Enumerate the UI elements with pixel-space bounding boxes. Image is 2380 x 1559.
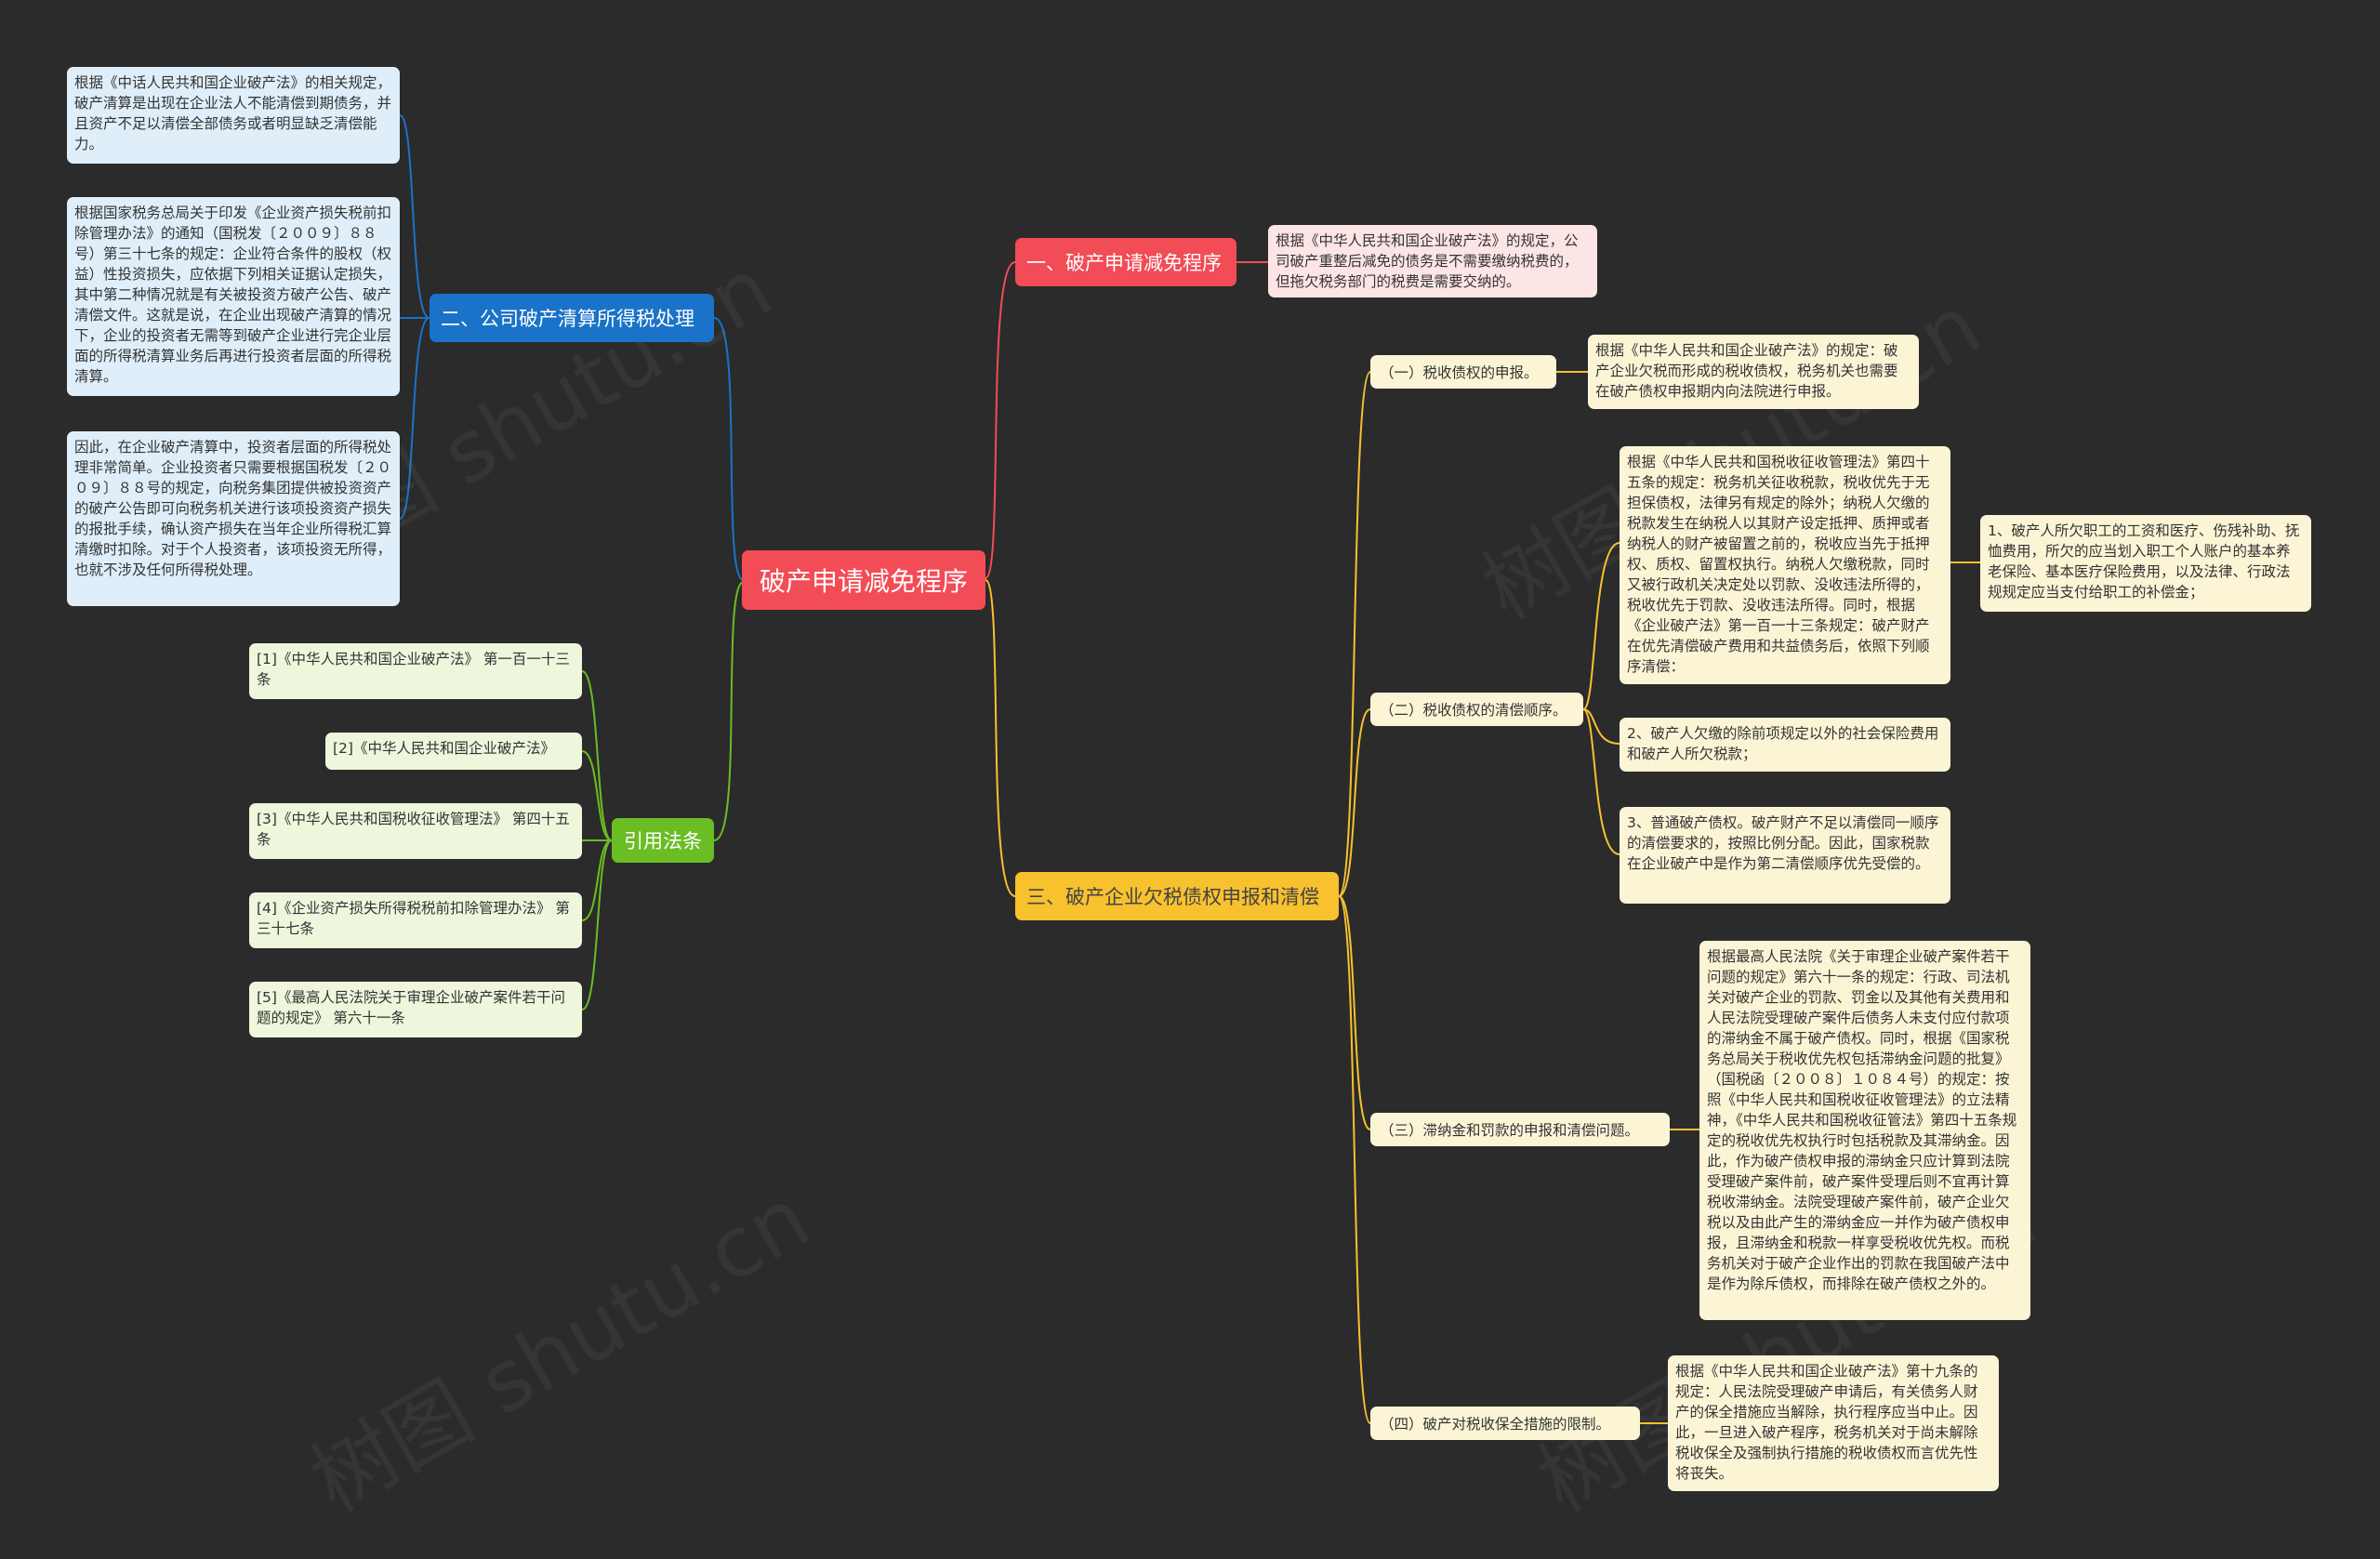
leaf-text: 因此，在企业破产清算中，投资者层面的所得税处理非常简单。企业投资者只需要根据国税… [74,439,392,578]
sub-label: （二）税收债权的清偿顺序。 [1380,702,1567,719]
leaf-text: 根据《中华人民共和国税收征收管理法》第四十五条的规定：税务机关征收税款，税收优先… [1627,454,1930,675]
cited-law-item[interactable]: [1]《中华人民共和国企业破产法》 第一百一十三条 [249,643,582,699]
leaf-text: 根据国家税务总局关于印发《企业资产损失税前扣除管理办法》的通知（国税发〔２００９… [74,205,392,385]
branch-label: 引用法条 [624,830,702,852]
cited-law-item[interactable]: [4]《企业资产损失所得税税前扣除管理办法》 第三十七条 [249,892,582,948]
sub-label: （三）滞纳金和罚款的申报和清偿问题。 [1380,1122,1640,1139]
repayment-item-2[interactable]: 2、破产人欠缴的除前项规定以外的社会保险费用和破产人所欠税款； [1620,718,1950,772]
leaf-text: 2、破产人欠缴的除前项规定以外的社会保险费用和破产人所欠税款； [1627,725,1939,762]
root-label: 破产申请减免程序 [759,566,968,597]
leaf-text: 1、破产人所欠职工的工资和医疗、伤残补助、抚恤费用，所欠的应当划入职工个人账户的… [1988,522,2300,601]
leaf-asset-loss-rule[interactable]: 根据国家税务总局关于印发《企业资产损失税前扣除管理办法》的通知（国税发〔２００９… [67,197,400,396]
detail-repayment-order[interactable]: 根据《中华人民共和国税收征收管理法》第四十五条的规定：税务机关征收税款，税收优先… [1620,446,1950,684]
branch-label: 二、公司破产清算所得税处理 [441,308,694,330]
sub-label: （四）破产对税收保全措施的限制。 [1380,1416,1611,1433]
sub-preservation-limit[interactable]: （四）破产对税收保全措施的限制。 [1370,1407,1640,1440]
branch-label: 三、破产企业欠税债权申报和清偿 [1026,886,1319,908]
leaf-text: [1]《中华人民共和国企业破产法》 第一百一十三条 [257,651,570,688]
leaf-text: 根据《中华人民共和国企业破产法》的规定：破产企业欠税而形成的税收债权，税务机关也… [1595,342,1898,400]
branch-tax-claim[interactable]: 三、破产企业欠税债权申报和清偿 [1015,872,1339,920]
root-node[interactable]: 破产申请减免程序 [742,550,985,610]
detail-late-fee-penalty[interactable]: 根据最高人民法院《关于审理企业破产案件若干问题的规定》第六十一条的规定：行政、司… [1699,941,2030,1320]
cited-law-item[interactable]: [5]《最高人民法院关于审理企业破产案件若干问题的规定》 第六十一条 [249,982,582,1037]
cited-law-item[interactable]: [3]《中华人民共和国税收征收管理法》 第四十五条 [249,803,582,859]
repayment-item-3[interactable]: 3、普通破产债权。破产财产不足以清偿同一顺序的清偿要求的，按照比例分配。因此，国… [1620,807,1950,904]
leaf-text: 根据《中话人民共和国企业破产法》的相关规定，破产清算是出现在企业法人不能清偿到期… [74,74,392,152]
leaf-text: [5]《最高人民法院关于审理企业破产案件若干问题的规定》 第六十一条 [257,989,565,1026]
leaf-liquidation-definition[interactable]: 根据《中话人民共和国企业破产法》的相关规定，破产清算是出现在企业法人不能清偿到期… [67,67,400,164]
leaf-text: [4]《企业资产损失所得税税前扣除管理办法》 第三十七条 [257,900,570,937]
leaf-text: [3]《中华人民共和国税收征收管理法》 第四十五条 [257,811,570,848]
leaf-investor-tax[interactable]: 因此，在企业破产清算中，投资者层面的所得税处理非常简单。企业投资者只需要根据国税… [67,431,400,606]
leaf-text: 3、普通破产债权。破产财产不足以清偿同一顺序的清偿要求的，按照比例分配。因此，国… [1627,814,1939,872]
branch-reduction-procedure[interactable]: 一、破产申请减免程序 [1015,238,1236,286]
sub-claim-declaration[interactable]: （一）税收债权的申报。 [1370,355,1556,389]
branch-cited-laws[interactable]: 引用法条 [612,818,714,863]
sub-repayment-order[interactable]: （二）税收债权的清偿顺序。 [1370,693,1583,726]
branch-label: 一、破产申请减免程序 [1026,252,1222,274]
branch-liquidation-tax[interactable]: 二、公司破产清算所得税处理 [430,294,714,342]
detail-preservation-limit[interactable]: 根据《中华人民共和国企业破产法》第十九条的规定：人民法院受理破产申请后，有关债务… [1668,1355,1999,1491]
detail-claim-declaration[interactable]: 根据《中华人民共和国企业破产法》的规定：破产企业欠税而形成的税收债权，税务机关也… [1588,335,1919,409]
leaf-reduction-procedure[interactable]: 根据《中华人民共和国企业破产法》的规定，公司破产重整后减免的债务是不需要缴纳税费… [1268,225,1597,297]
leaf-text: 根据《中华人民共和国企业破产法》第十九条的规定：人民法院受理破产申请后，有关债务… [1675,1363,1978,1482]
sub-label: （一）税收债权的申报。 [1380,364,1539,381]
leaf-text: 根据《中华人民共和国企业破产法》的规定，公司破产重整后减免的债务是不需要缴纳税费… [1276,232,1579,290]
repayment-item-1[interactable]: 1、破产人所欠职工的工资和医疗、伤残补助、抚恤费用，所欠的应当划入职工个人账户的… [1980,515,2311,612]
watermark: 树图 shutu.cn [295,1169,826,1532]
sub-late-fee-penalty[interactable]: （三）滞纳金和罚款的申报和清偿问题。 [1370,1113,1670,1146]
leaf-text: [2]《中华人民共和国企业破产法》 [333,740,555,757]
cited-law-item[interactable]: [2]《中华人民共和国企业破产法》 [325,733,582,770]
leaf-text: 根据最高人民法院《关于审理企业破产案件若干问题的规定》第六十一条的规定：行政、司… [1707,948,2017,1292]
